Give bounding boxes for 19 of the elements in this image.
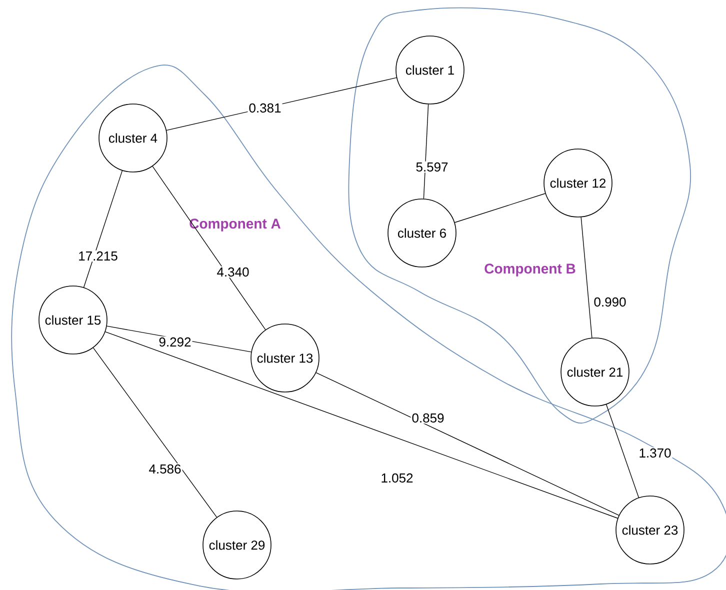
edge-label: 17.215: [77, 250, 119, 262]
edge-label: 4.340: [216, 266, 250, 278]
edge-line: [606, 404, 640, 498]
edge-label: 1.052: [380, 472, 414, 484]
edge-line: [316, 372, 620, 516]
edge-label: 0.990: [592, 296, 628, 308]
edge-label: 1.370: [638, 447, 672, 459]
edge-line: [83, 170, 123, 288]
edge-label: 0.859: [410, 412, 446, 424]
edge-label: 9.292: [158, 336, 192, 348]
edge-label: 4.586: [148, 463, 182, 475]
edge-line: [104, 331, 618, 519]
edge-label: 5.597: [414, 161, 450, 173]
edge-line: [454, 193, 546, 223]
edge-line: [423, 104, 429, 199]
edge-line: [92, 347, 218, 518]
edge-line: [580, 216, 592, 338]
edge-label: 0.381: [248, 102, 282, 114]
edge-line: [152, 166, 266, 330]
